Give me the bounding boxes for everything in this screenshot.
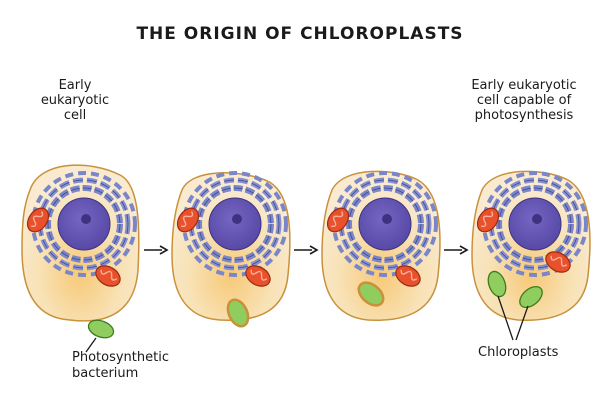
cell-2-engulfing-bacterium — [226, 298, 250, 328]
cell-2 — [171, 173, 291, 328]
arrow-1 — [144, 245, 169, 255]
chloroplast-pointer-1 — [497, 295, 514, 341]
arrow-3 — [444, 245, 469, 255]
cell-3-nucleus — [358, 197, 412, 251]
end-cell-label: Early eukaryotic cell capable of photosy… — [471, 78, 577, 123]
chloroplasts-label: Chloroplasts — [478, 345, 559, 360]
cell-4-nucleolus — [532, 214, 542, 224]
cell-4-nucleus — [508, 197, 562, 251]
cell-1-nucleus — [57, 197, 111, 251]
bacterium-label: Photosynthetic bacterium — [72, 350, 169, 381]
cell-1 — [21, 164, 140, 322]
cell-2-nucleolus — [232, 214, 242, 224]
cell-4 — [471, 171, 591, 321]
cell-2-nucleus — [208, 197, 262, 251]
diagram-title: THE ORIGIN OF CHLOROPLASTS — [136, 24, 464, 44]
cell-3-nucleolus — [382, 214, 392, 224]
cell-3 — [321, 171, 441, 321]
bacterium-pointer — [85, 337, 97, 353]
cell-1-nucleolus — [81, 214, 91, 224]
cell-3-internal-bacterium — [357, 281, 385, 307]
chloroplast-pointer-2 — [515, 305, 529, 341]
arrow-2 — [294, 245, 319, 255]
start-cell-label: Early eukaryotic cell — [40, 78, 110, 123]
